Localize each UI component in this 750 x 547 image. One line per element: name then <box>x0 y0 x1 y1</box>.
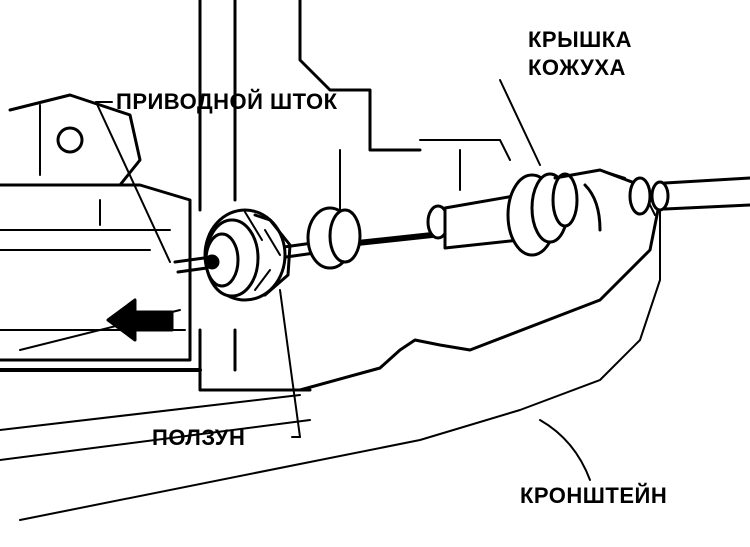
casing-cap-label-line1: КРЫШКА <box>528 27 633 52</box>
slider-label: ПОЛЗУН <box>152 426 245 450</box>
outgoing-cable <box>628 176 750 216</box>
actuator-rod-label-text: ПРИВОДНОЙ ШТОК <box>116 89 338 114</box>
actuator-rod-label: ПРИВОДНОЙ ШТОК <box>116 90 338 114</box>
casing-cap-label-line2: КОЖУХА <box>528 55 626 80</box>
slider-label-text: ПОЛЗУН <box>152 425 246 450</box>
bracket-label-text: КРОНШТЕЙН <box>520 483 668 508</box>
bracket-label: КРОНШТЕЙН <box>520 484 667 508</box>
central-panel <box>198 0 511 392</box>
casing-cap <box>506 172 602 257</box>
casing-cap-label: КРЫШКА КОЖУХА <box>528 26 632 82</box>
slider-knob <box>203 208 292 302</box>
leader-lines <box>95 79 591 481</box>
direction-arrow-icon <box>106 298 174 342</box>
